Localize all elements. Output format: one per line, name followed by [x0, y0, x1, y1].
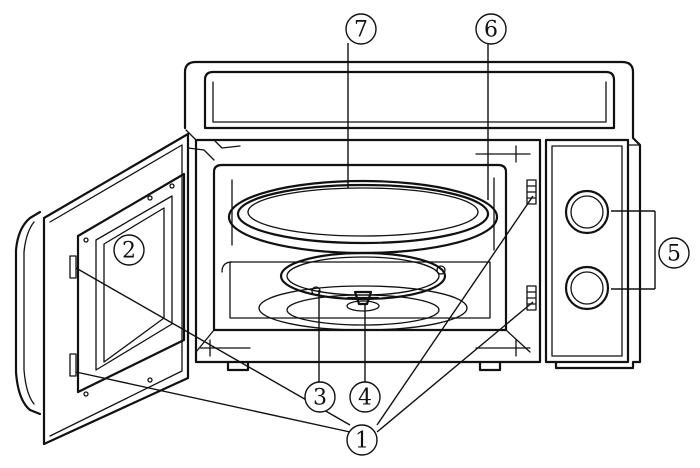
callout-5: 5: [658, 237, 690, 269]
callout-label: 7: [354, 18, 368, 43]
power-knob[interactable]: [564, 265, 610, 311]
callout-label: 3: [313, 386, 327, 411]
leader-lines: [75, 43, 656, 433]
callout-label: 6: [484, 18, 498, 43]
turntable-shaft: [258, 285, 468, 331]
callout-label: 5: [667, 242, 681, 267]
glass-tray: [227, 179, 499, 255]
timer-knob[interactable]: [564, 189, 610, 235]
callout-label: 1: [355, 429, 369, 454]
door-latch-upper: [526, 179, 537, 205]
callout-label: 2: [122, 239, 136, 264]
callout-2: 2: [113, 234, 145, 266]
door-handle[interactable]: [14, 210, 42, 416]
callout-1: 1: [346, 424, 378, 456]
cabinet: [183, 60, 642, 372]
control-panel: [544, 138, 641, 364]
callout-7: 7: [345, 13, 377, 45]
door-assembly: [42, 132, 190, 446]
callout-6: 6: [475, 13, 507, 45]
callout-label: 4: [358, 386, 372, 411]
callout-4: 4: [349, 381, 381, 413]
callout-3: 3: [304, 381, 336, 413]
